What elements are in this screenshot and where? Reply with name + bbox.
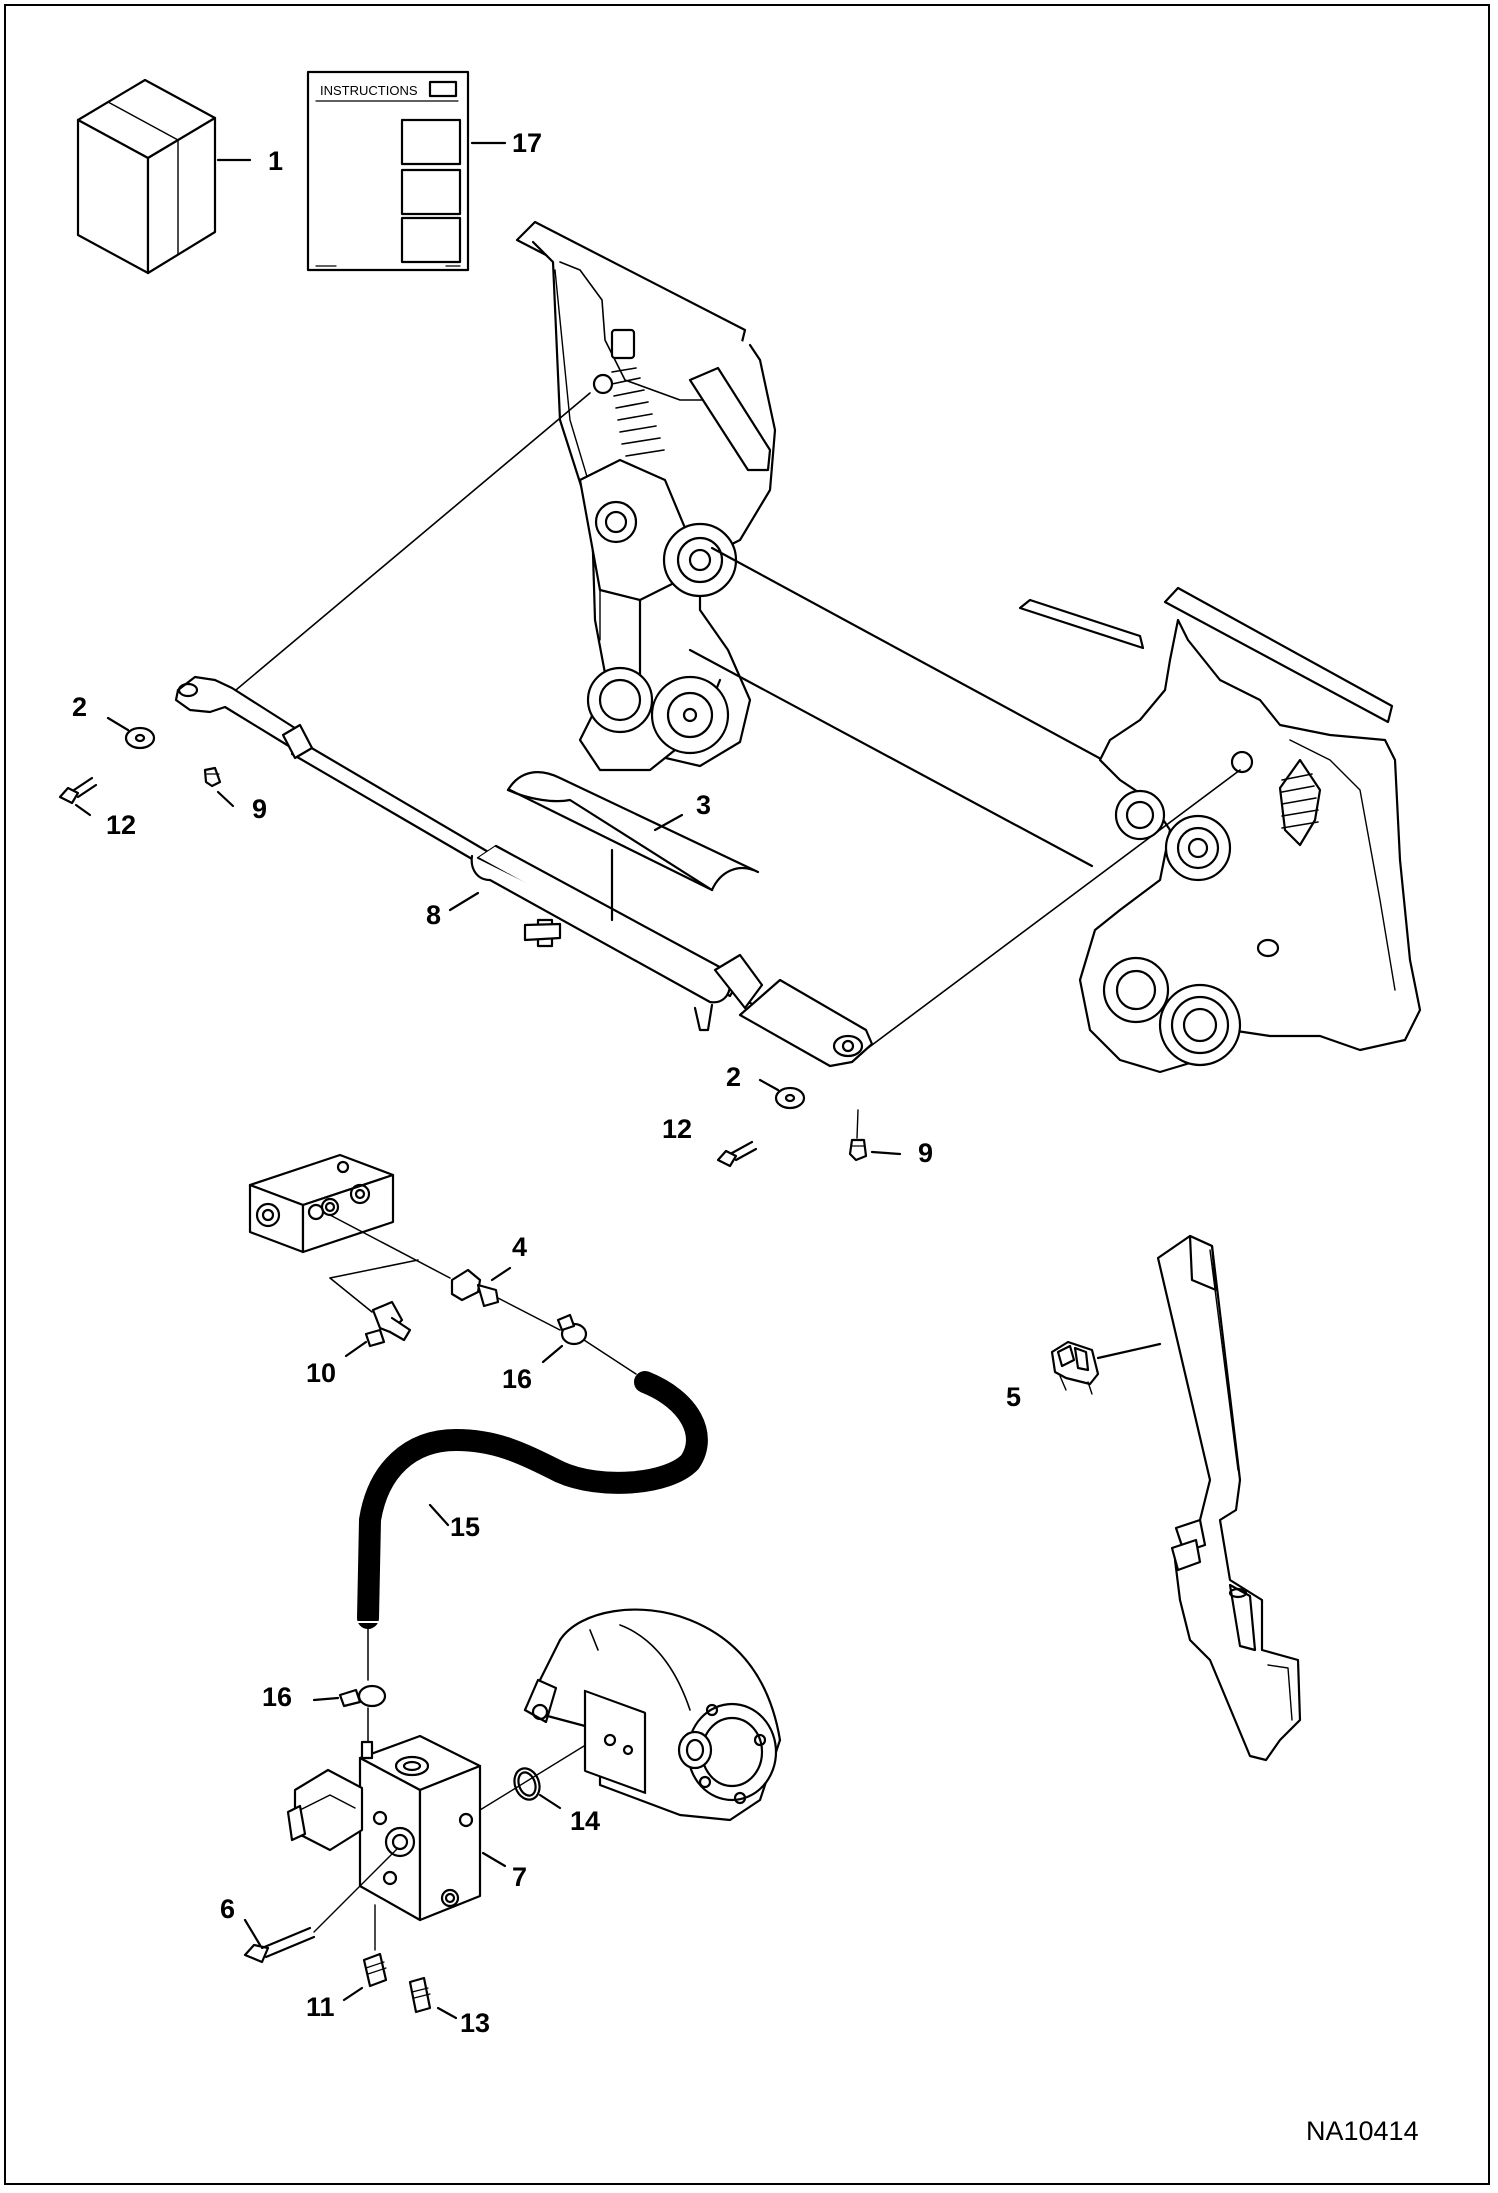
tilt-frame-right-upright [1018,586,1422,1074]
leader-2a [106,716,130,732]
assembly-line-rod-end [223,392,591,701]
bracket-line-10 [329,1259,419,1279]
leader-4 [490,1266,512,1282]
instruction-sheet-title: INSTRUCTIONS [320,83,418,98]
part-17-instruction-sheet: INSTRUCTIONS [306,70,470,272]
switch-mounting-bracket [1156,1234,1302,1762]
leader-7 [481,1851,507,1868]
leader-14 [538,1793,562,1810]
callout-16-upper: 16 [502,1364,533,1394]
part-16-hose-clamp-upper [556,1313,588,1346]
leader-16b [312,1696,340,1702]
callout-2-left: 2 [72,692,88,722]
callout-17: 17 [512,128,543,158]
callout-6: 6 [220,1894,236,1924]
leader-9b [870,1150,902,1156]
leader-12a [74,803,92,817]
part-2-washer-left [124,726,156,750]
part-11-fitting [362,1952,388,1988]
part-12-bolt-left [58,776,98,805]
diagram-border [4,4,1490,2185]
part-4-adapter-fitting [450,1268,500,1308]
callout-9-right: 9 [918,1138,934,1168]
part-12-bolt-right [716,1140,758,1168]
part-2-washer-right [774,1086,806,1110]
callout-9-left: 9 [252,794,268,824]
callout-1: 1 [268,146,284,176]
leader-8 [448,891,480,912]
part-3-cylinder-sleeve [506,771,760,892]
callout-16-lower: 16 [262,1682,293,1712]
callout-3: 3 [696,790,712,820]
leader-9a [216,790,235,808]
assembly-line-barrel-end [867,769,1241,1049]
leader-10 [344,1340,368,1358]
leader-3 [653,813,684,832]
leader-15 [428,1503,450,1527]
part-14-o-ring [513,1767,541,1801]
callout-10: 10 [306,1358,337,1388]
tilt-frame-left-upright [515,220,777,772]
callout-5: 5 [1006,1382,1022,1412]
leader-11 [342,1986,364,2002]
callout-11: 11 [306,1992,335,2022]
callout-13: 13 [460,2008,491,2038]
tilt-frame-cross-tube [688,546,1127,868]
drawing-number: NA10414 [1306,2116,1419,2146]
callout-4: 4 [512,1232,528,1262]
part-15-hose [355,1371,708,1629]
part-6-long-bolt [243,1926,316,1964]
part-16-hose-clamp-lower [338,1684,387,1708]
leader-13 [436,2006,458,2020]
leader-2b [758,1078,780,1092]
leader-6 [243,1918,262,1947]
assembly-line-bolt-6 [313,1847,399,1933]
hydraulic-motor [523,1608,782,1822]
part-9-grease-fitting-left [203,766,222,788]
part-8-tilt-cylinder [174,675,874,1068]
callout-8: 8 [426,900,442,930]
leader-16a [541,1344,564,1364]
valve-block-upper [248,1153,395,1254]
leader-5 [1096,1342,1162,1360]
part-5-switch [1050,1340,1100,1395]
callout-15: 15 [450,1512,481,1542]
callout-14: 14 [570,1806,601,1836]
callout-12-right: 12 [662,1114,693,1144]
part-9-grease-fitting-right [848,1138,868,1162]
part-7-valve-assembly [286,1734,482,1922]
part-13-fitting [408,1976,432,2014]
part-1-box [76,78,217,275]
callout-12-left: 12 [106,810,137,840]
part-10-elbow-fitting [364,1300,412,1348]
callout-7: 7 [512,1862,528,1892]
callout-2-right: 2 [726,1062,742,1092]
